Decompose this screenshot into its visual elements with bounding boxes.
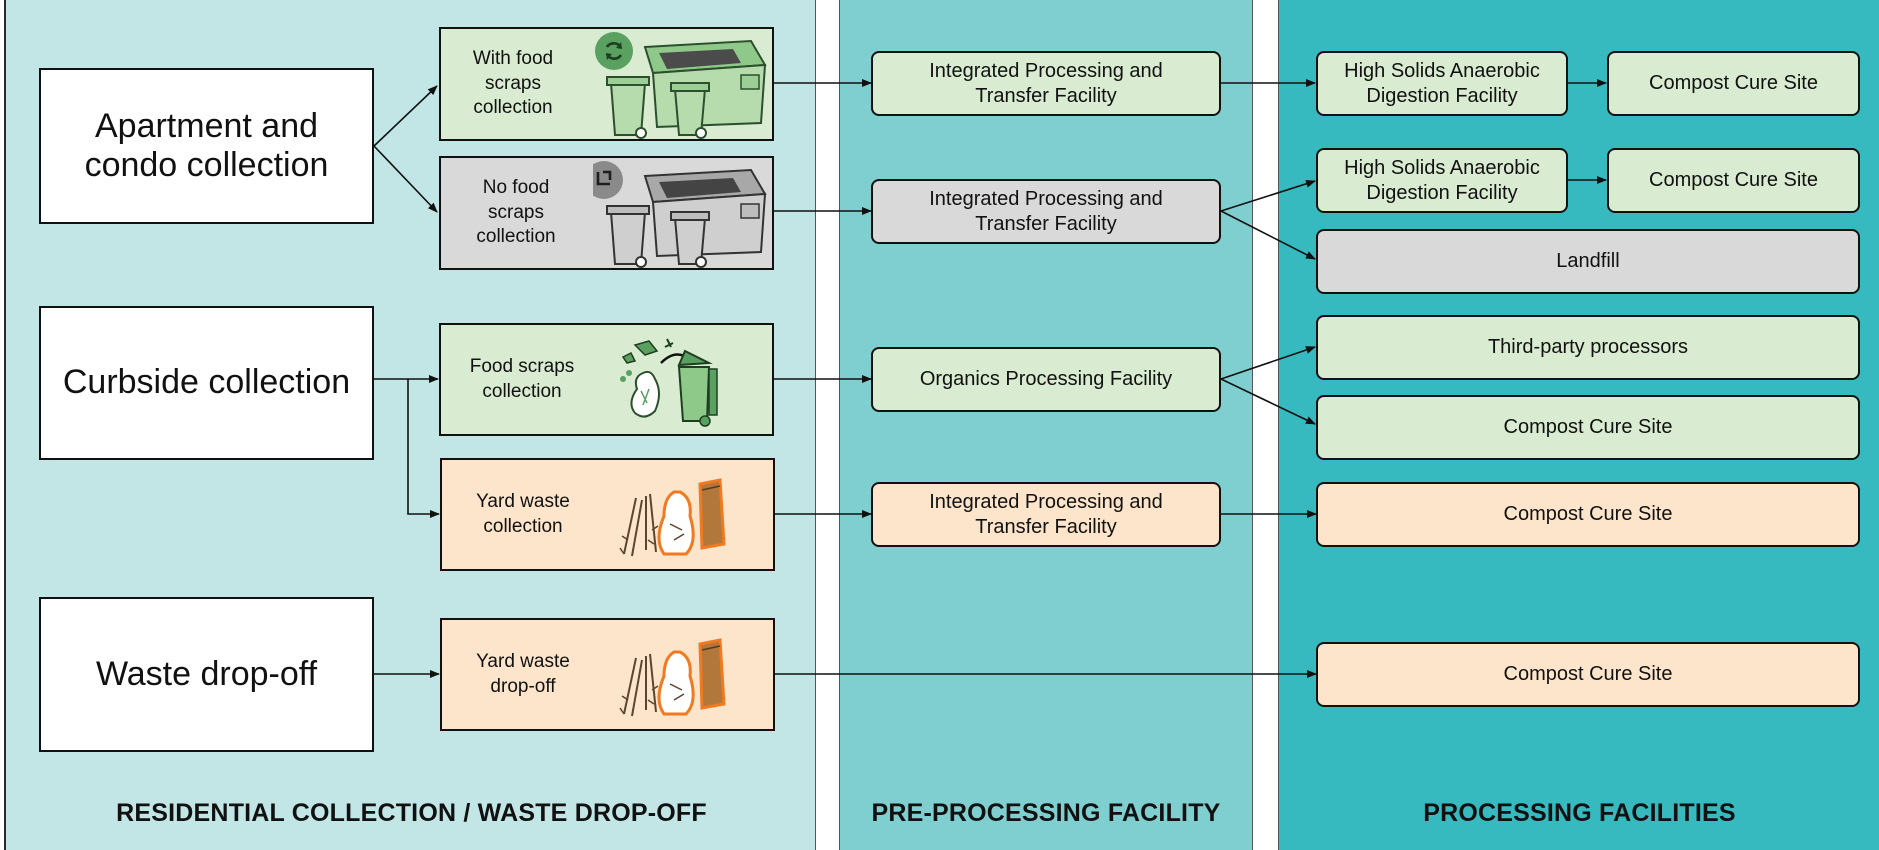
landfill: Landfill	[1316, 229, 1860, 294]
with-food-scraps-box: With food scraps collection	[439, 27, 774, 141]
no-food-scraps-box: No food scraps collection	[439, 156, 774, 270]
yard-bag-icon	[619, 478, 726, 557]
arrow-ipt-to-hsad-2	[1220, 179, 1316, 212]
dropoff-source-box: Waste drop-off	[39, 597, 374, 752]
compost-cure-site-2: Compost Cure Site	[1607, 148, 1860, 213]
compost-cure-site-1: Compost Cure Site	[1607, 51, 1860, 116]
yard-waste-collection-box: Yard waste collection	[440, 458, 775, 571]
yard-waste-collection-label: Yard waste collection	[476, 490, 570, 537]
food-scraps-icon	[620, 338, 718, 427]
compost-cure-site-3: Compost Cure Site	[1316, 395, 1860, 460]
yard-waste-dropoff-box: Yard waste drop-off	[440, 618, 775, 731]
ipt-facility-grey-label: Integrated Processing and Transfer Facil…	[929, 187, 1163, 235]
arrow-apartment-to-with-food	[373, 85, 438, 147]
compost-cure-site-5-label: Compost Cure Site	[1503, 663, 1673, 685]
compost-cure-site-5: Compost Cure Site	[1316, 642, 1860, 707]
residential-title: RESIDENTIAL COLLECTION / WASTE DROP-OFF	[116, 799, 707, 827]
hsad-facility-2: High Solids Anaerobic Digestion Facility	[1316, 148, 1568, 213]
arrow-organics-to-cure-3	[1220, 378, 1316, 425]
dropoff-source-label: Waste drop-off	[95, 654, 318, 693]
processing-title: PROCESSING FACILITIES	[1423, 799, 1736, 827]
ipt-facility-green: Integrated Processing and Transfer Facil…	[871, 51, 1221, 116]
ipt-facility-green-label: Integrated Processing and Transfer Facil…	[929, 59, 1163, 107]
ipt-facility-peach-label: Integrated Processing and Transfer Facil…	[929, 490, 1163, 538]
arrow-organics-to-third-party	[1220, 346, 1316, 380]
compost-cure-site-4-label: Compost Cure Site	[1503, 503, 1673, 525]
ipt-facility-grey: Integrated Processing and Transfer Facil…	[871, 179, 1221, 244]
apartment-source-box: Apartment and condo collection	[39, 68, 374, 224]
arrow-apartment-to-no-food	[373, 145, 438, 213]
organics-processing-facility-label: Organics Processing Facility	[919, 368, 1173, 390]
hsad-facility-1-label: High Solids Anaerobic Digestion Facility	[1344, 59, 1540, 107]
preprocessing-panel: PRE-PROCESSING FACILITY	[839, 0, 1253, 850]
curbside-source-box: Curbside collection	[39, 306, 374, 460]
third-party-processors: Third-party processors	[1316, 315, 1860, 380]
arrow-curbside-to-yard-waste	[407, 379, 440, 518]
compost-cure-site-2-label: Compost Cure Site	[1649, 169, 1818, 191]
curbside-source-label: Curbside collection	[62, 363, 351, 402]
third-party-processors-label: Third-party processors	[1487, 336, 1689, 358]
hsad-facility-2-label: High Solids Anaerobic Digestion Facility	[1344, 156, 1540, 204]
yard-bag-icon	[619, 638, 726, 717]
food-scraps-collection-label: Food scraps collection	[469, 355, 575, 402]
food-scraps-collection-box: Food scraps collection	[439, 323, 774, 436]
yard-waste-dropoff-label: Yard waste drop-off	[476, 650, 570, 697]
compost-cure-site-1-label: Compost Cure Site	[1649, 72, 1818, 94]
compost-cure-site-3-label: Compost Cure Site	[1503, 416, 1673, 438]
no-food-scraps-label: No food scraps collection	[476, 176, 556, 248]
green-bins-icon	[595, 32, 767, 139]
hsad-facility-1: High Solids Anaerobic Digestion Facility	[1316, 51, 1568, 116]
grey-bins-icon	[593, 161, 767, 268]
arrow-ipt-to-landfill	[1220, 210, 1316, 260]
preprocessing-title: PRE-PROCESSING FACILITY	[871, 799, 1221, 827]
apartment-source-label: Apartment and condo collection	[84, 106, 329, 184]
organics-processing-facility: Organics Processing Facility	[871, 347, 1221, 412]
with-food-scraps-label: With food scraps collection	[472, 47, 554, 119]
ipt-facility-peach: Integrated Processing and Transfer Facil…	[871, 482, 1221, 547]
compost-cure-site-4: Compost Cure Site	[1316, 482, 1860, 547]
landfill-label: Landfill	[1556, 250, 1620, 272]
